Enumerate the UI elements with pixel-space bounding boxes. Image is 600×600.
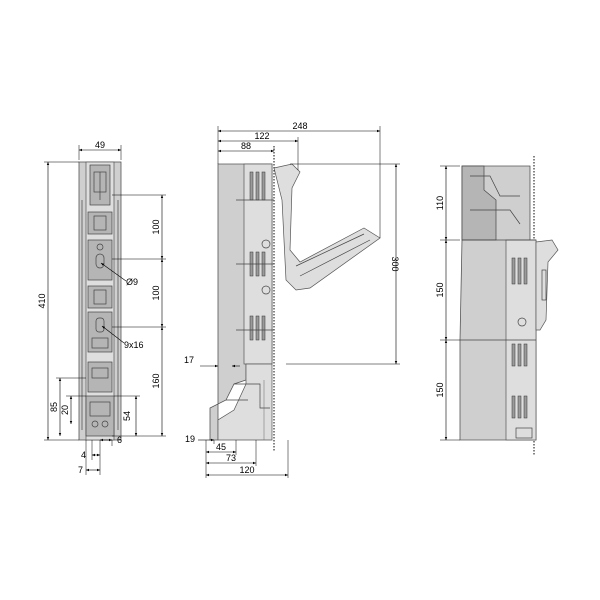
dim-height-150-b: 150: [435, 382, 445, 397]
dim-pitch-2: 100: [151, 285, 161, 300]
slot-size-label: 9x16: [124, 340, 144, 350]
back-view: 110 150 150: [435, 156, 559, 456]
dim-offset-7: 7: [78, 465, 83, 475]
dim-width-top: 49: [95, 140, 105, 150]
dim-depth-88: 88: [241, 141, 251, 151]
dim-height-150-a: 150: [435, 282, 445, 297]
dim-depth-120: 120: [239, 465, 254, 475]
dim-offset-6: 6: [117, 435, 122, 445]
dim-offset-17: 17: [184, 355, 194, 365]
dim-pitch-1: 100: [151, 219, 161, 234]
dim-height-54: 54: [122, 411, 132, 421]
side-view: 248 122 88 300 17 19 45 73 120: [184, 121, 400, 478]
dim-depth-73: 73: [226, 453, 236, 463]
dim-pitch-3: 160: [151, 373, 161, 388]
dim-height-300: 300: [390, 256, 400, 271]
fuse-holder-2: [87, 239, 113, 281]
fuse-holder-1: [87, 211, 113, 235]
dim-depth-122: 122: [254, 131, 269, 141]
front-view: 49 410 100 100 160 Ø9 9x16 85 20 54: [37, 140, 166, 475]
bottom-clamp: [87, 361, 113, 393]
dim-offset-19: 19: [185, 434, 195, 444]
dim-height-20: 20: [60, 405, 70, 415]
dim-offset-4: 4: [81, 450, 86, 460]
side-handle: [273, 163, 381, 291]
dim-height-total: 410: [37, 293, 47, 308]
fuse-holder-3: [87, 285, 113, 309]
dim-height-85: 85: [49, 402, 59, 412]
back-handle: [535, 239, 559, 331]
hole-diameter-label: Ø9: [126, 277, 138, 287]
dim-depth-45: 45: [216, 442, 226, 452]
dim-depth-248: 248: [292, 121, 307, 131]
dim-height-110: 110: [435, 196, 445, 210]
